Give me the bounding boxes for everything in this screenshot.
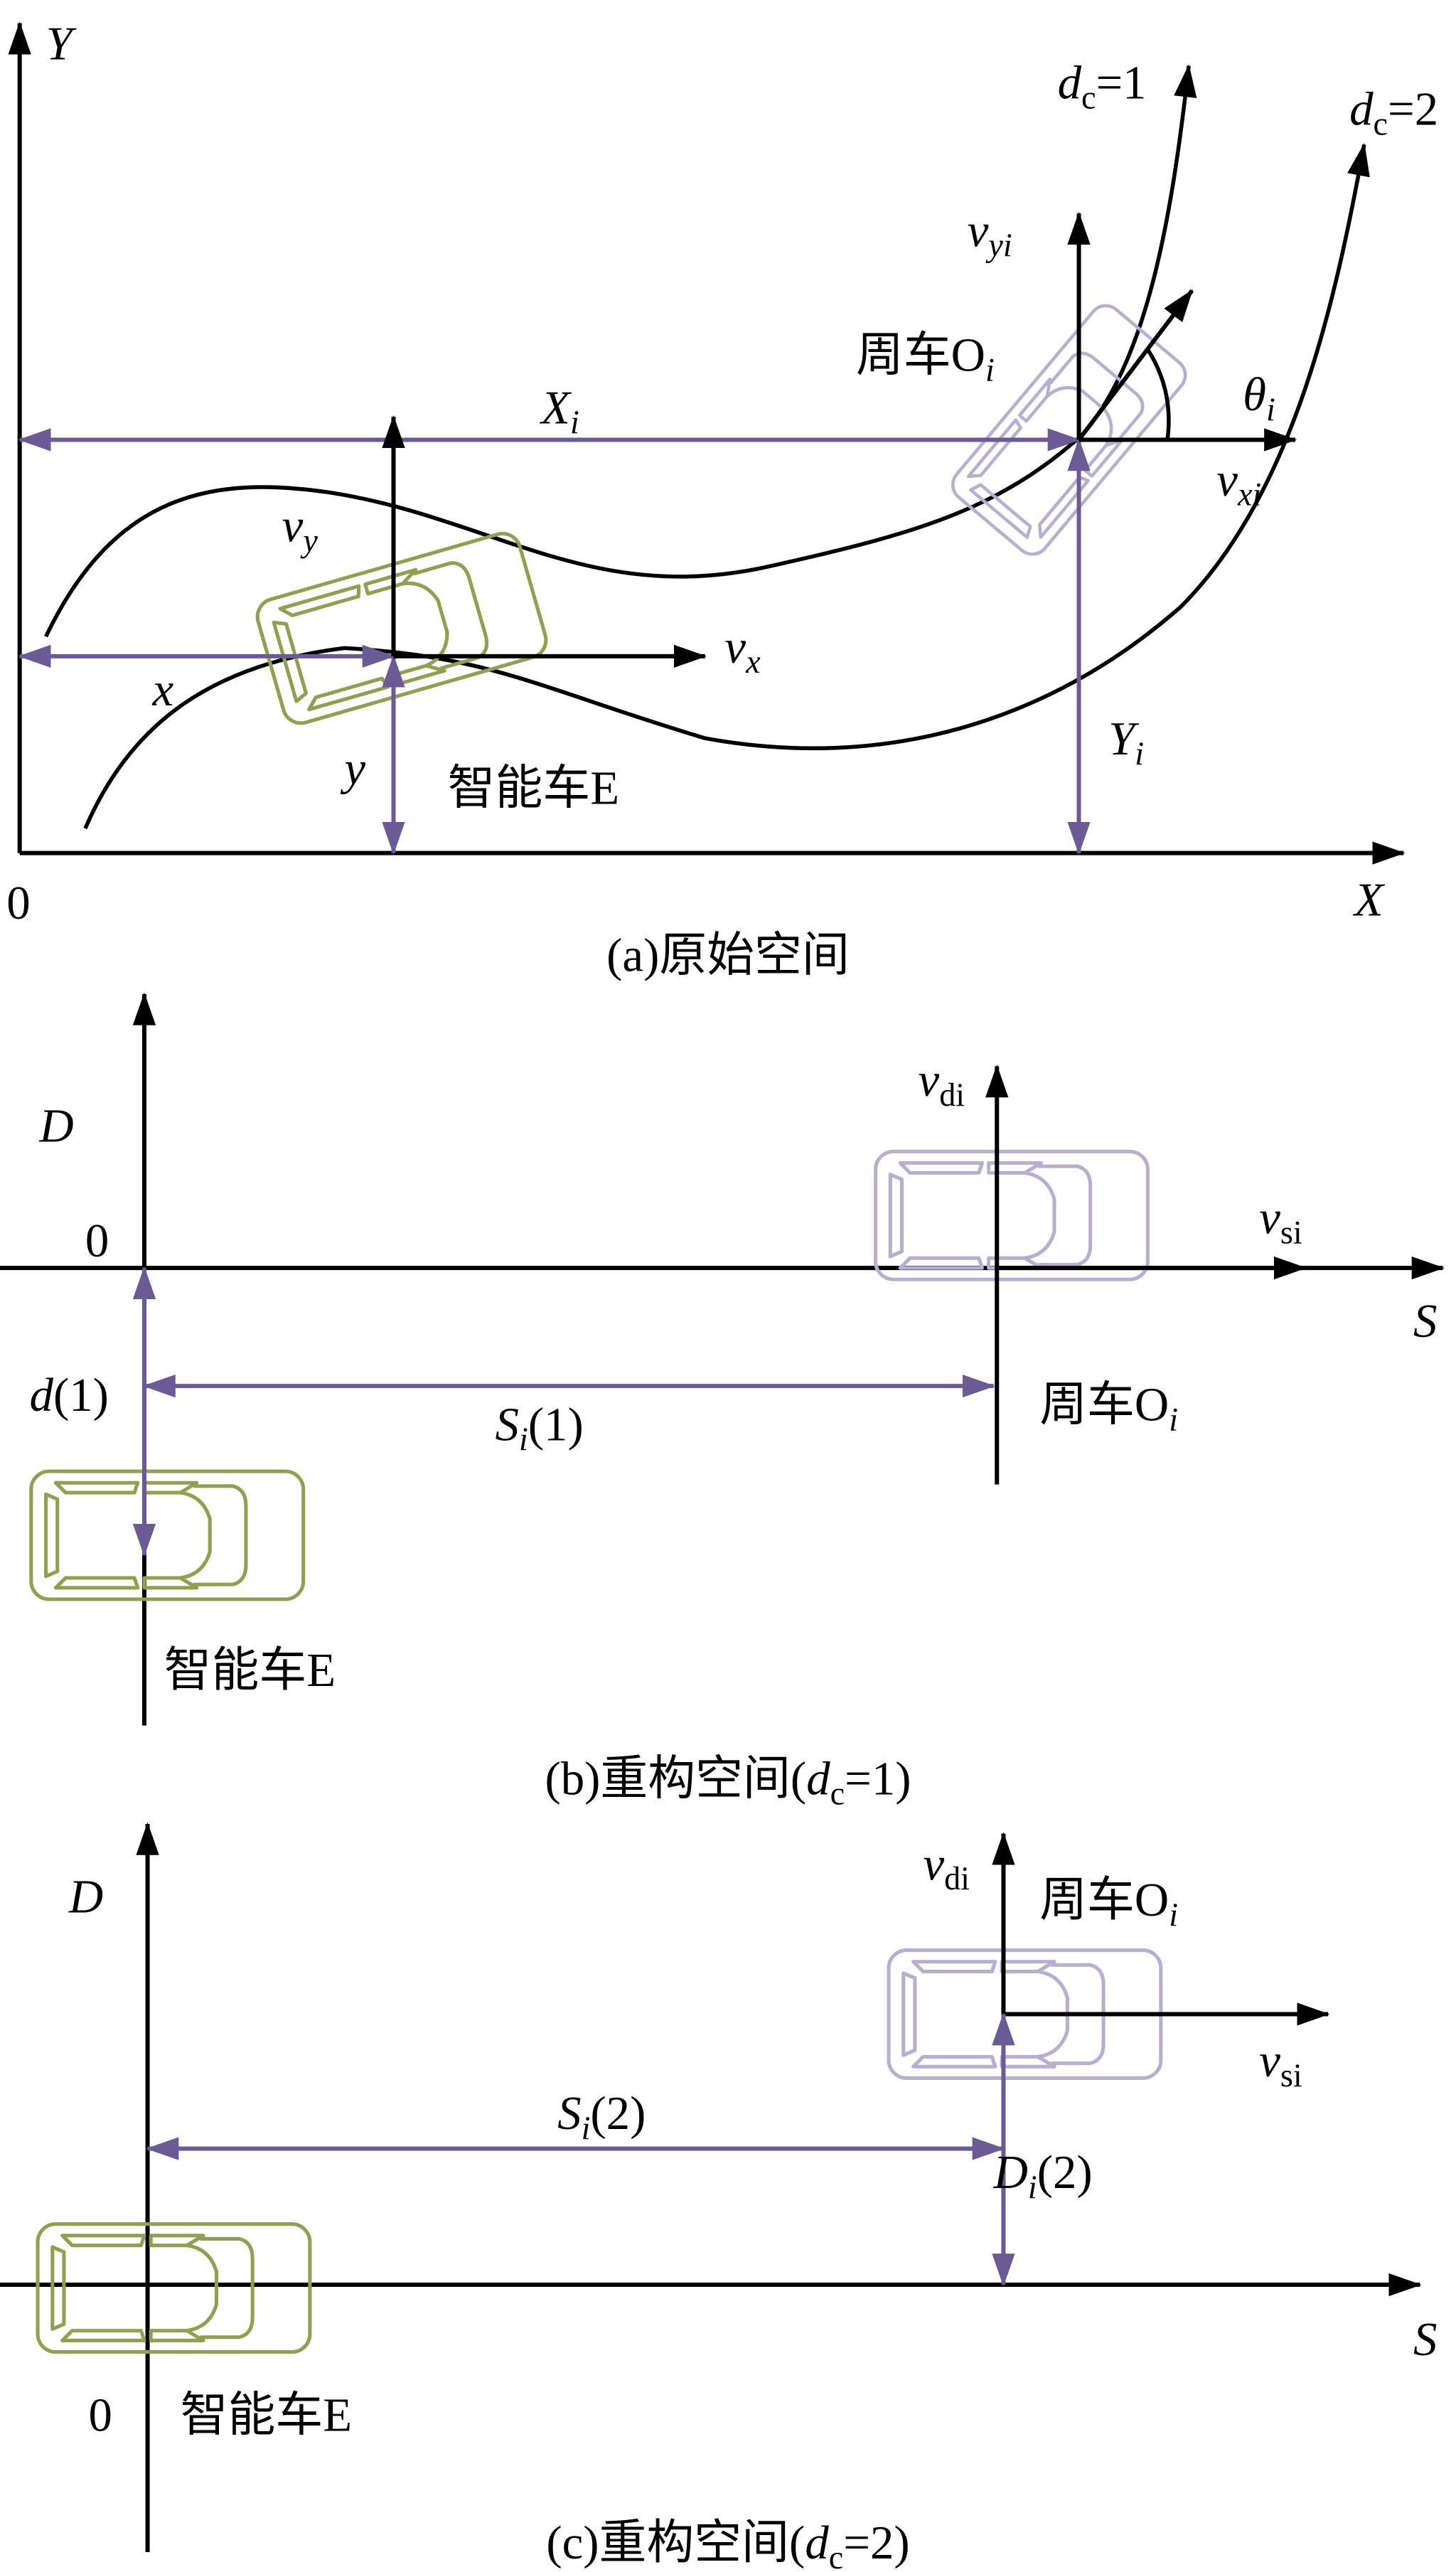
- Yi-label: Yi: [1108, 713, 1144, 772]
- ego-car-icon: [38, 2224, 310, 2352]
- d1-label: d(1): [30, 1369, 109, 1421]
- dc1-label: dc=1: [1058, 57, 1147, 116]
- d-axis-label: D: [38, 1100, 73, 1153]
- s-axis-label: S: [1413, 2313, 1437, 2366]
- x-axis-label: X: [1352, 873, 1385, 926]
- panel-b-reconstructed-space-dc1: D 0 S vdi vsi d(1) Si(1) 周车Oi 智能车E (b)重构…: [0, 992, 1445, 1811]
- origin-label: 0: [89, 2389, 112, 2441]
- Si2-label: Si(2): [557, 2087, 646, 2146]
- vsi-label: vsi: [1259, 1192, 1302, 1251]
- other-car-label: 周车Oi: [856, 329, 995, 388]
- ego-car-label: 智能车E: [181, 2389, 352, 2441]
- vy-label: vy: [282, 499, 318, 558]
- other-car-label: 周车Oi: [1039, 1874, 1178, 1933]
- vxi-label: vxi: [1216, 454, 1261, 513]
- panel-a-original-space: Y 0 X dc=1 dc=2 Xi vy vx x y 智能车E Yi vyi…: [6, 17, 1438, 981]
- ego-car-icon: [31, 1471, 304, 1599]
- vdi-label: vdi: [919, 1054, 965, 1113]
- vsi-label: vsi: [1259, 2034, 1302, 2093]
- y-label: y: [340, 742, 365, 795]
- ego-car-label: 智能车E: [164, 1644, 336, 1697]
- d-axis-label: D: [68, 1871, 103, 1923]
- vx-label: vx: [724, 621, 761, 680]
- Di2-label: Di(2): [993, 2146, 1093, 2205]
- x-label: x: [151, 663, 173, 716]
- origin-label: 0: [85, 1215, 109, 1267]
- panel-c-reconstructed-space-dc2: D 0 S vdi 周车Oi vsi Si(2) Di(2) 智能车E (c)重…: [0, 1822, 1437, 2572]
- trajectory-dc2: [83, 143, 1370, 830]
- trajectory-dc1: [44, 64, 1197, 638]
- caption-c: (c)重构空间(dc=2): [546, 2517, 909, 2572]
- other-car-label: 周车Oi: [1039, 1379, 1178, 1438]
- other-car-icon: [876, 1151, 1148, 1279]
- dc2-label: dc=2: [1349, 83, 1438, 142]
- theta-label: θi: [1243, 368, 1275, 427]
- Xi-label: Xi: [539, 381, 579, 440]
- ego-car-icon: [253, 529, 550, 727]
- theta-arc-icon: [1146, 348, 1171, 440]
- vdi-label: vdi: [923, 1837, 970, 1896]
- y-axis-label: Y: [46, 17, 77, 70]
- heading-arrow: [1077, 289, 1194, 442]
- Si1-label: Si(1): [496, 1398, 584, 1457]
- ego-car-label: 智能车E: [448, 762, 619, 814]
- s-axis-label: S: [1413, 1295, 1437, 1348]
- origin-label: 0: [6, 877, 30, 929]
- caption-b: (b)重构空间(dc=1): [545, 1752, 911, 1811]
- vyi-label: vyi: [968, 204, 1012, 263]
- caption-a: (a)原始空间: [606, 929, 850, 982]
